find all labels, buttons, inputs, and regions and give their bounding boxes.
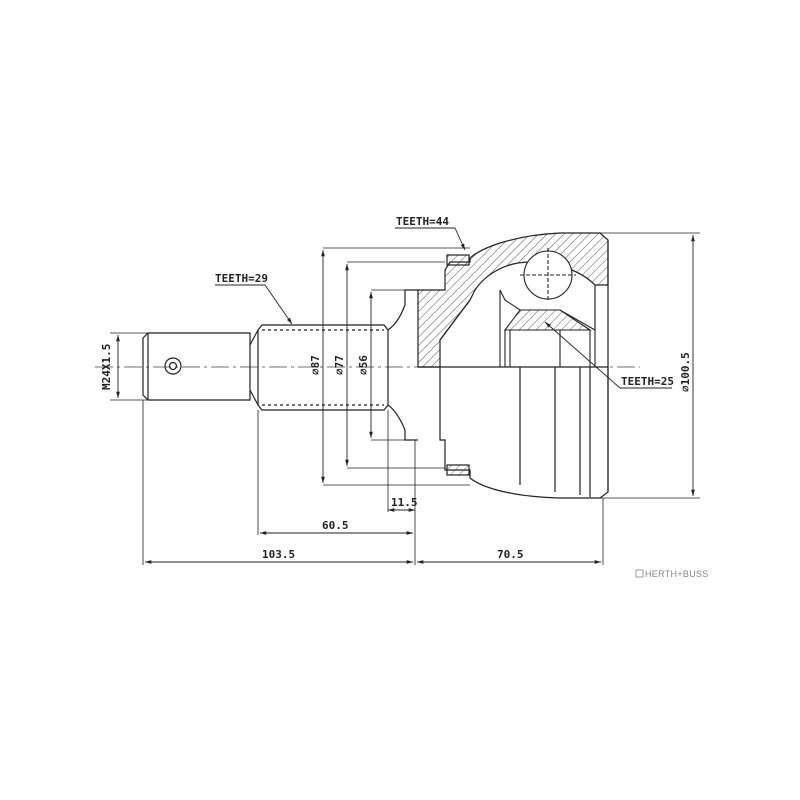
- len-60-5-label: 60.5: [322, 519, 349, 532]
- dia-77-label: ⌀77: [333, 355, 346, 375]
- brand-logo-mark: [635, 569, 644, 578]
- teeth-outer-label: TEETH=44: [396, 215, 449, 228]
- inner-race: [439, 248, 596, 368]
- bell-housing: [417, 232, 609, 499]
- brand-name: HERTH+BUSS: [645, 569, 709, 579]
- len-103-5-label: 103.5: [262, 548, 295, 561]
- dimension-lines: [116, 235, 695, 564]
- extension-lines: [110, 232, 700, 565]
- dia-87-label: ⌀87: [309, 355, 322, 375]
- teeth-inner-label: TEETH=25: [621, 375, 674, 388]
- len-11-5-label: 11.5: [391, 496, 418, 509]
- teeth-shaft-label: TEETH=29: [215, 272, 268, 285]
- dia-56-label: ⌀56: [357, 355, 370, 375]
- thread-label: M24X1.5: [100, 344, 113, 390]
- threaded-stub: [142, 329, 259, 406]
- leader-lines: [215, 227, 672, 389]
- dia-100-5-label: ⌀100.5: [679, 352, 692, 392]
- brand-logo: HERTH+BUSS: [635, 569, 709, 579]
- len-70-5-label: 70.5: [497, 548, 524, 561]
